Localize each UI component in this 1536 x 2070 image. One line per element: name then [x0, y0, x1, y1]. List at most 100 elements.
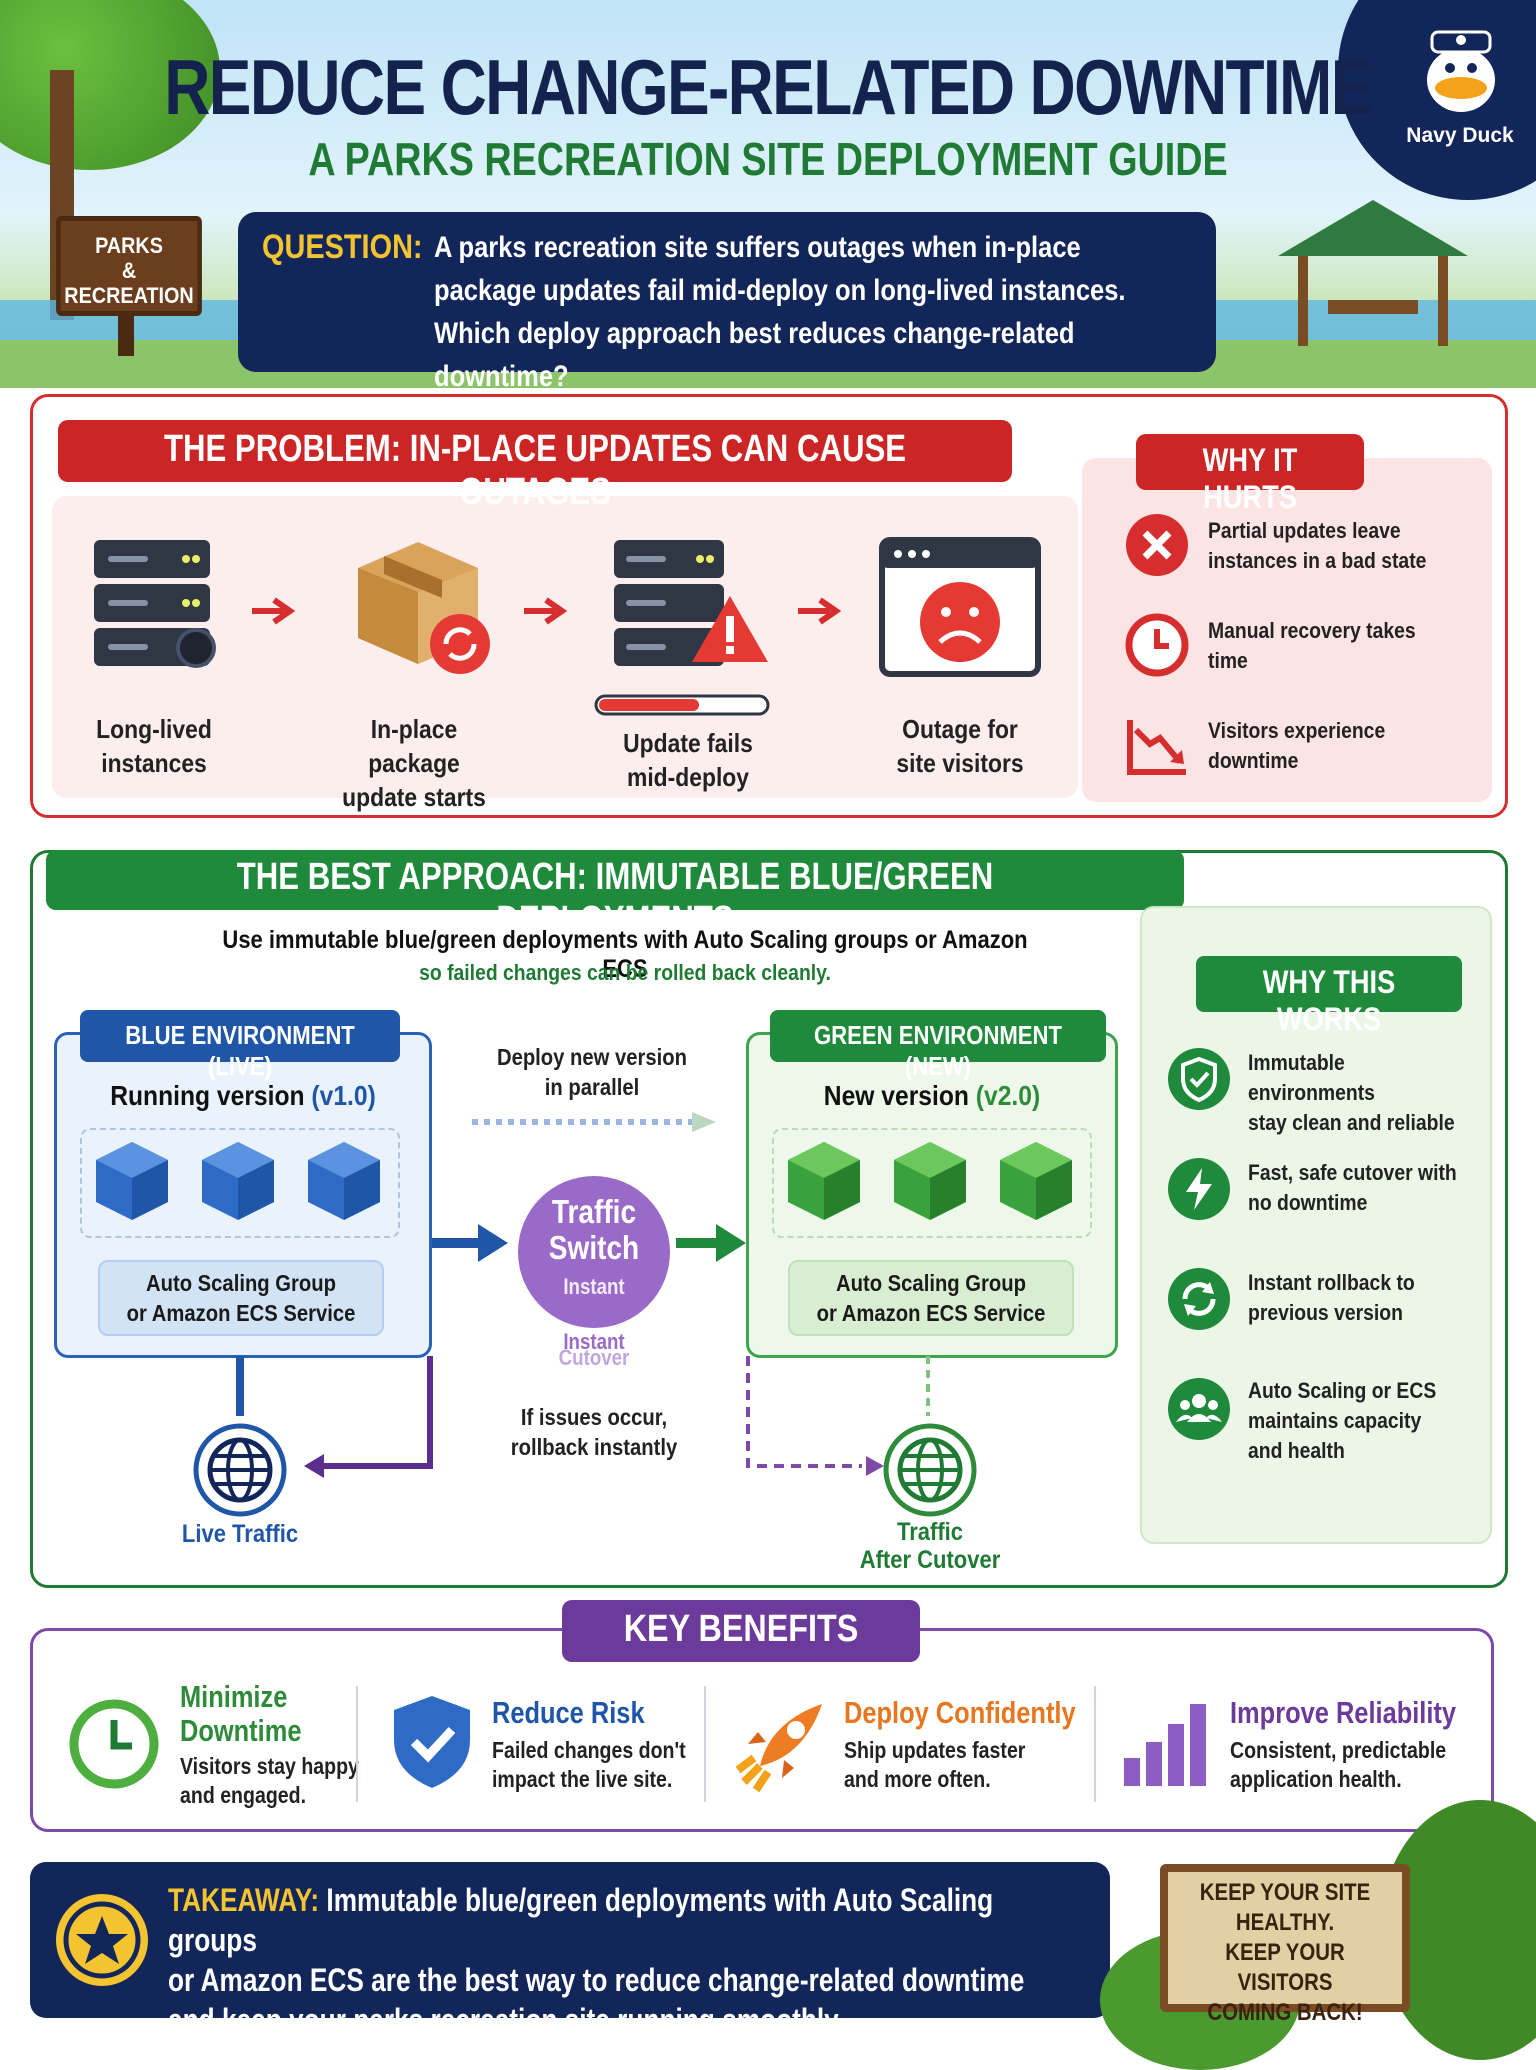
green-container-icons [788, 1142, 1072, 1220]
divider [356, 1686, 358, 1802]
brand-name: Navy Duck [1406, 124, 1514, 147]
benefit-title: Reduce Risk [492, 1695, 645, 1730]
server-warning-icon [594, 540, 770, 716]
keep-visitors-sign [1160, 1864, 1410, 2012]
arrow-right-icon [676, 1224, 746, 1262]
rollback-arrow-icon [236, 1356, 433, 1478]
approach-title-bar [46, 850, 1184, 910]
users-icon [1168, 1378, 1230, 1440]
x-circle-icon [1126, 514, 1188, 576]
question-line: A parks recreation site suffers outages … [434, 231, 1081, 264]
picnic-table-icon [1328, 300, 1418, 314]
green-environment-label: GREEN ENVIRONMENT (NEW) [813, 1020, 1063, 1081]
blue-environment-label-bar [80, 1010, 400, 1062]
cube-icon [96, 1142, 168, 1220]
question-box [238, 212, 1216, 372]
divider [1094, 1686, 1096, 1802]
approach-intro: Use immutable blue/green deployments wit… [222, 926, 1028, 983]
benefit-title: Deploy Confidently [844, 1695, 1076, 1730]
refresh-icon [1168, 1268, 1230, 1330]
benefit-title: Improve Reliability [1230, 1695, 1457, 1730]
live-traffic-label: Live Traffic [181, 1520, 299, 1548]
blue-version: Running version (v1.0) [110, 1080, 376, 1111]
star-icon [63, 1901, 141, 1979]
question-label: QUESTION: [262, 228, 423, 266]
cube-icon [894, 1142, 966, 1220]
arrow-right-icon [432, 1224, 508, 1262]
globe-icon [883, 1423, 977, 1517]
parks-sign-line: PARKS [95, 233, 163, 258]
blue-environment-label: BLUE ENVIRONMENT (LIVE) [125, 1020, 355, 1081]
server-icon [94, 540, 216, 668]
green-environment-label-bar [770, 1010, 1106, 1062]
rocket-icon [735, 1704, 822, 1793]
why-this-works-title: WHY THIS WORKS [1262, 964, 1396, 1037]
arrow-right-icon [798, 597, 842, 625]
gazebo-base [1298, 256, 1448, 346]
parks-sign-line: & [121, 258, 137, 283]
gazebo-icon [1278, 200, 1468, 256]
package-update-icon [358, 542, 490, 674]
sad-browser-icon [879, 537, 1041, 677]
parks-sign: PARKS & RECREATION [56, 216, 202, 316]
question-text: A parks recreation site suffers outages … [434, 226, 1199, 398]
decline-chart-icon [1127, 720, 1186, 775]
approach-intro-sub: so failed changes can be rolled back cle… [419, 960, 831, 985]
takeaway-text: TAKEAWAY: Immutable blue/green deploymen… [168, 1882, 1025, 2038]
question-line: package updates fail mid-deploy on long-… [434, 274, 1126, 307]
page-subtitle: A PARKS RECREATION SITE DEPLOYMENT GUIDE [308, 133, 1228, 185]
globe-icon [193, 1423, 287, 1517]
cube-icon [1000, 1142, 1072, 1220]
keep-visitors-text: KEEP YOUR SITE HEALTHY. KEEP YOUR VISITO… [1199, 1879, 1371, 2026]
question-line: Which deploy approach best reduces chang… [434, 317, 1075, 393]
green-version: New version (v2.0) [823, 1080, 1041, 1111]
problem-title-bar [58, 420, 1012, 482]
cube-icon [202, 1142, 274, 1220]
traffic-switch-sub: Instant [563, 1274, 625, 1299]
shield-check-icon [1168, 1048, 1230, 1110]
rollback-label: If issues occur,rollback instantly [510, 1404, 678, 1460]
bar-chart-icon [1124, 1704, 1206, 1786]
blue-container-group [80, 1128, 400, 1238]
arrow-right-icon [252, 597, 296, 625]
why-it-hurts-title-bar [1136, 434, 1364, 490]
dashed-arrow-icon [472, 1112, 716, 1132]
why-it-hurts-title: WHY IT HURTS [1202, 442, 1298, 515]
why-this-works-title-bar [1196, 956, 1462, 1012]
cube-icon [788, 1142, 860, 1220]
lightning-icon [1168, 1158, 1230, 1220]
problem-title: THE PROBLEM: IN-PLACE UPDATES CAN CAUSE … [163, 428, 907, 513]
blue-container-icons [96, 1142, 380, 1220]
page-title: REDUCE CHANGE-RELATED DOWNTIME [164, 43, 1373, 131]
benefits-panel [30, 1628, 1494, 1832]
arrow-right-icon [524, 597, 568, 625]
benefits-title-bar [562, 1600, 920, 1662]
takeaway-box [30, 1862, 1110, 2018]
clock-icon [1125, 613, 1189, 677]
traffic-switch-button [518, 1176, 670, 1328]
duck-mascot-icon [1427, 30, 1495, 112]
sign-post [118, 316, 134, 356]
cutover-arrow-icon [746, 1356, 930, 1476]
cube-icon [308, 1142, 380, 1220]
